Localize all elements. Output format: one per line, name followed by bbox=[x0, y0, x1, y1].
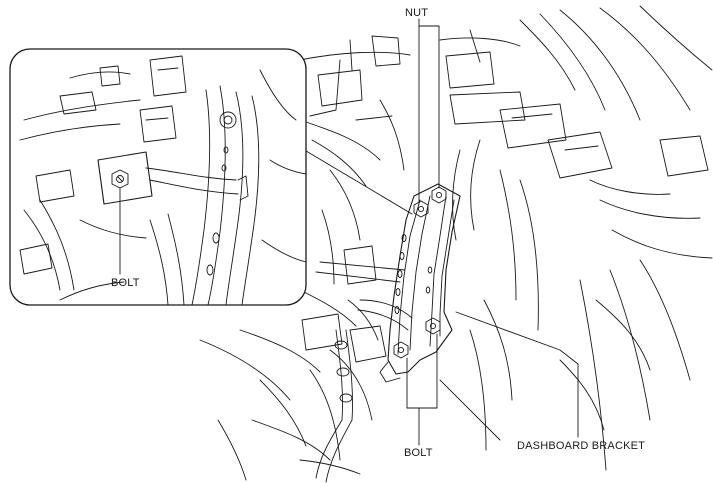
bolt-lower-left bbox=[394, 342, 408, 358]
dashboard-bracket-leader-line bbox=[456, 312, 578, 437]
nut-upper-left bbox=[414, 201, 428, 217]
dashboard-bracket bbox=[380, 184, 460, 382]
nut-upper-right bbox=[432, 187, 446, 203]
detail-inset-drawing bbox=[20, 56, 306, 305]
nut-leader-lines bbox=[419, 19, 439, 204]
bolt-lower-right bbox=[426, 318, 440, 334]
bolt-leader-lines bbox=[407, 334, 437, 445]
bolt-label-inset: BOLT bbox=[111, 277, 140, 289]
nut-label: NUT bbox=[405, 7, 429, 19]
bolt-label-main: BOLT bbox=[404, 447, 433, 459]
wire-harness bbox=[316, 300, 412, 482]
dashboard-bracket-label: DASHBOARD BRACKET bbox=[517, 440, 646, 452]
magnifier-connector bbox=[296, 145, 412, 282]
